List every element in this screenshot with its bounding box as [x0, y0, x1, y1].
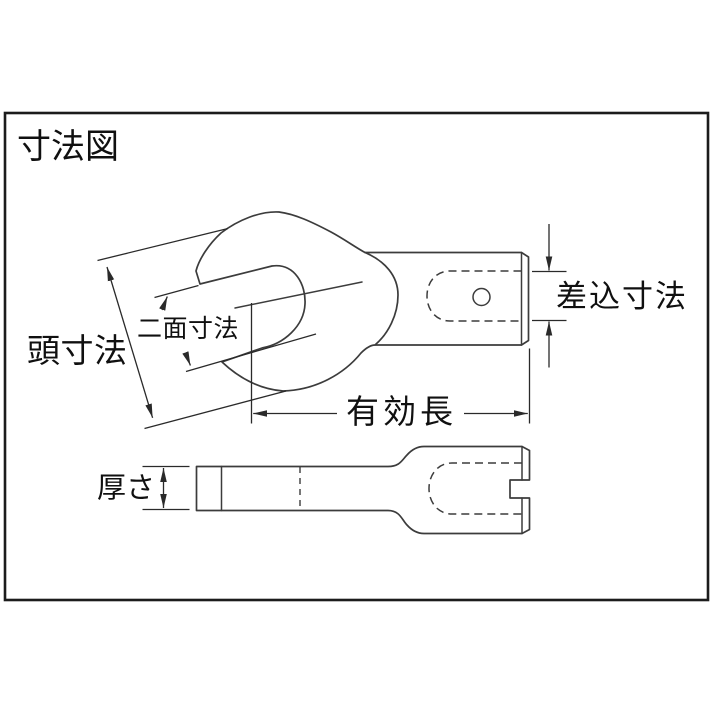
head-dimension-group: 頭寸法	[27, 227, 287, 430]
flats-arrow-upper	[159, 296, 168, 311]
across-flats-label: 二面寸法	[137, 315, 239, 343]
diagram-title: 寸法図	[17, 128, 119, 166]
across-flats-dimension-group: 二面寸法	[137, 284, 317, 373]
insertion-dimension-label: 差込寸法	[556, 279, 688, 314]
head-dim-extension-top	[97, 227, 229, 262]
flats-arrow-lower	[182, 351, 192, 366]
wrench-top-view	[195, 211, 530, 392]
side-view-socket-hidden-outline	[428, 462, 522, 515]
insertion-dimension-group: 差込寸法	[532, 224, 688, 368]
jaw-slot-inner-edge	[234, 281, 363, 309]
thickness-label: 厚さ	[97, 473, 155, 505]
head-dim-line	[106, 266, 154, 418]
wrench-side-view	[195, 445, 531, 535]
effective-length-label: 有効長	[346, 393, 457, 430]
pin-hole	[472, 287, 491, 307]
wrench-head-outline	[195, 211, 399, 392]
head-dimension-label: 頭寸法	[27, 332, 128, 369]
shank-outline	[364, 251, 530, 346]
side-view-outline	[195, 445, 531, 535]
thickness-dimension-group: 厚さ	[97, 465, 190, 511]
effective-length-dimension-group: 有効長	[250, 303, 531, 430]
head-dim-extension-bottom	[144, 390, 287, 430]
socket-hidden-outline	[426, 270, 522, 322]
diagram-border-frame	[3, 111, 710, 602]
flats-extension-upper	[154, 284, 199, 299]
